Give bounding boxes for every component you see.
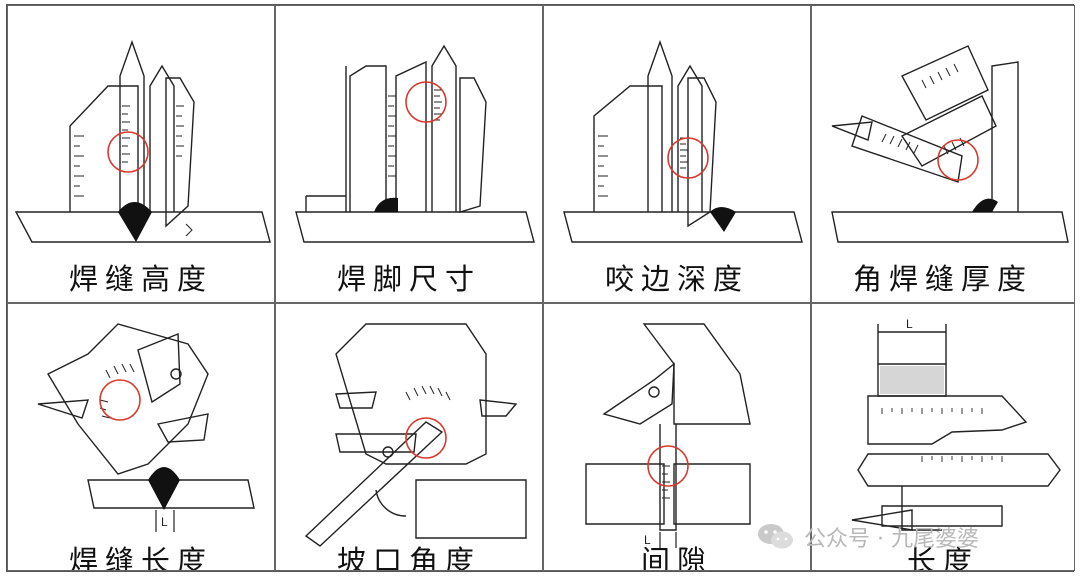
caption-undercut-depth: 咬边深度 xyxy=(604,262,749,296)
panel-fillet-throat: 角焊缝厚度 xyxy=(811,5,1075,303)
gap-L: L xyxy=(644,533,651,547)
caption-length: 长度 xyxy=(906,544,979,571)
weld-length-L: L xyxy=(161,515,168,529)
weld-length-drawing: L xyxy=(37,323,255,532)
watermark: 公众号 · 九尾婆婆 xyxy=(756,520,1056,554)
caption-fillet-throat: 角焊缝厚度 xyxy=(852,262,1033,296)
panel-undercut-depth: 咬边深度 xyxy=(543,5,811,303)
panel-length: L 长度 xyxy=(811,303,1075,571)
caption-groove-angle: 坡口角度 xyxy=(336,544,481,571)
wechat-icon xyxy=(758,524,793,549)
leg-size-drawing xyxy=(295,44,535,243)
caption-weld-length: 焊缝长度 xyxy=(68,544,213,571)
caption-gap: 间隙 xyxy=(640,544,713,571)
figure-grid: 焊缝高度 焊脚尺寸 xyxy=(6,4,1075,572)
panel-weld-length: L 焊缝长度 xyxy=(7,303,275,571)
gap-drawing: L xyxy=(585,323,751,548)
groove-angle-drawing xyxy=(304,323,527,547)
panel-weld-height: 焊缝高度 xyxy=(7,5,275,303)
watermark-text: 公众号 · 九尾婆婆 xyxy=(804,527,979,552)
length-drawing: L xyxy=(851,317,1061,531)
fillet-throat-drawing xyxy=(831,45,1069,243)
undercut-depth-drawing xyxy=(563,39,803,243)
panel-groove-angle: 坡口角度 xyxy=(275,303,543,571)
caption-weld-height: 焊缝高度 xyxy=(68,262,213,296)
panel-gap: L 间隙 xyxy=(543,303,811,571)
weld-height-drawing xyxy=(14,39,271,243)
caption-leg-size: 焊脚尺寸 xyxy=(336,262,481,296)
length-L: L xyxy=(906,317,913,331)
panel-leg-size: 焊脚尺寸 xyxy=(275,5,543,303)
